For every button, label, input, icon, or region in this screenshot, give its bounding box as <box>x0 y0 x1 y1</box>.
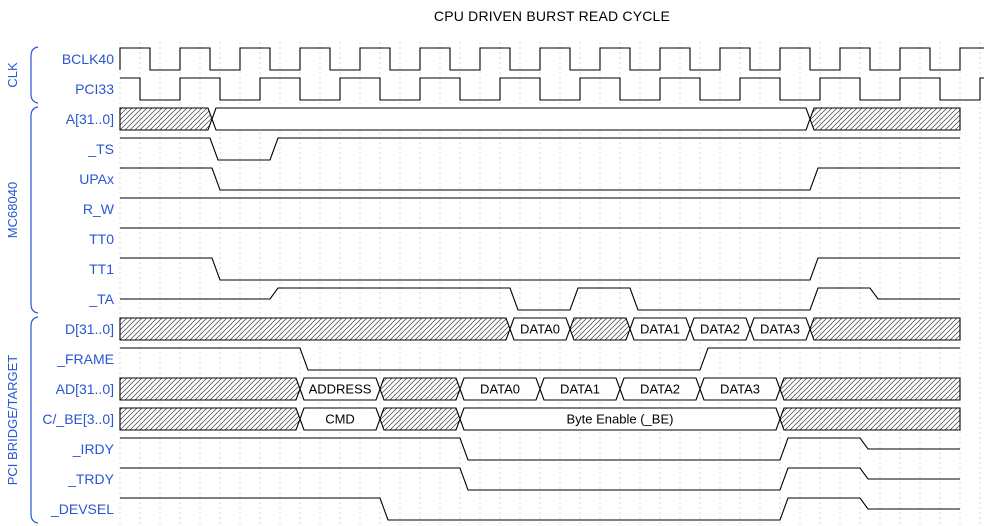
bus-cell-undefined <box>779 377 961 401</box>
group-label: MC68040 <box>5 182 20 238</box>
bus-cell-label: CMD <box>325 412 355 427</box>
bus-cell-label: DATA1 <box>640 322 680 337</box>
group-bracket <box>30 106 39 314</box>
waveform <box>120 257 960 281</box>
signal-group-PCI BRIDGE/TARGET: PCI BRIDGE/TARGET <box>5 316 39 524</box>
bus-cell-label: ADDRESS <box>309 382 372 397</box>
waveform <box>120 287 960 311</box>
bus-cell-undefined <box>119 107 213 131</box>
waveform <box>120 497 960 521</box>
signal-label: D[31..0] <box>65 321 114 337</box>
signal-label: BCLK40 <box>62 51 114 67</box>
signal-row-C/_BE[3..0]: C/_BE[3..0] CMD Byte Enable (_BE) <box>42 407 961 431</box>
signal-row-_TRDY: _TRDY <box>67 467 960 491</box>
signal-label: AD[31..0] <box>56 381 114 397</box>
group-label: PCI BRIDGE/TARGET <box>5 355 20 486</box>
bus-cell-undefined <box>119 407 301 431</box>
bus-cell-label: DATA1 <box>560 382 600 397</box>
signal-label: R_W <box>83 201 115 217</box>
signal-row-D[31..0]: D[31..0] DATA0 DATA1 DATA2 DATA3 <box>65 317 961 341</box>
signal-row-BCLK40: BCLK40 <box>62 47 984 71</box>
signal-label: TT1 <box>89 261 114 277</box>
signal-group-CLK: CLK <box>5 46 39 104</box>
signal-row-_TS: _TS <box>87 137 960 161</box>
signal-label: TT0 <box>89 231 114 247</box>
group-bracket <box>30 46 39 104</box>
signal-label: _DEVSEL <box>50 501 114 517</box>
bus-cell-undefined <box>809 107 961 131</box>
signal-label: _TA <box>88 291 114 307</box>
waveform <box>120 137 960 161</box>
signal-label: _IRDY <box>72 441 115 457</box>
bus-cell-undefined <box>119 377 301 401</box>
group-label: CLK <box>5 62 20 88</box>
group-bracket <box>30 316 39 524</box>
signal-label: C/_BE[3..0] <box>42 411 114 427</box>
signal-row-TT0: TT0 <box>89 227 960 247</box>
diagram-title: CPU DRIVEN BURST READ CYCLE <box>433 8 671 24</box>
bus-cell-undefined <box>779 407 961 431</box>
signal-label: _FRAME <box>56 351 114 367</box>
signal-row-_TA: _TA <box>88 287 960 311</box>
waveform <box>120 347 960 371</box>
signal-row-PCI33: PCI33 <box>75 77 984 101</box>
signal-row-R_W: R_W <box>83 197 960 217</box>
bus-cell-valid <box>211 107 811 131</box>
signal-label: _TS <box>87 141 114 157</box>
signal-label: PCI33 <box>75 81 114 97</box>
signal-row-_IRDY: _IRDY <box>72 437 960 461</box>
bus-cell-undefined <box>379 407 461 431</box>
bus-cell-label: Byte Enable (_BE) <box>567 412 674 427</box>
bus-cell-label: DATA2 <box>700 322 740 337</box>
bus-cell-label: DATA3 <box>760 322 800 337</box>
waveform <box>120 467 960 491</box>
bus-cell-undefined <box>119 317 511 341</box>
signal-label: UPAx <box>79 171 114 187</box>
signal-group-MC68040: MC68040 <box>5 106 39 314</box>
bus-cell-label: DATA3 <box>720 382 760 397</box>
waveform <box>120 167 960 191</box>
signal-row-UPAx: UPAx <box>79 167 960 191</box>
bus-cell-label: DATA0 <box>520 322 560 337</box>
bus-cell-label: DATA2 <box>640 382 680 397</box>
signal-row-AD[31..0]: AD[31..0] ADDRESS DATA0 DATA1 DATA2 DATA3 <box>56 377 961 401</box>
signal-row-A[31..0]: A[31..0] <box>66 107 961 131</box>
waveform <box>120 437 960 461</box>
bus-cell-undefined <box>569 317 631 341</box>
signal-label: _TRDY <box>67 471 115 487</box>
signal-label: A[31..0] <box>66 111 114 127</box>
bus-cell-undefined <box>809 317 961 341</box>
waveform <box>119 47 984 71</box>
bus-cell-label: DATA0 <box>480 382 520 397</box>
signal-row-TT1: TT1 <box>89 257 960 281</box>
bus-cell-undefined <box>379 377 461 401</box>
waveform <box>120 77 984 101</box>
signal-row-_DEVSEL: _DEVSEL <box>50 497 960 521</box>
signal-row-_FRAME: _FRAME <box>56 347 960 371</box>
